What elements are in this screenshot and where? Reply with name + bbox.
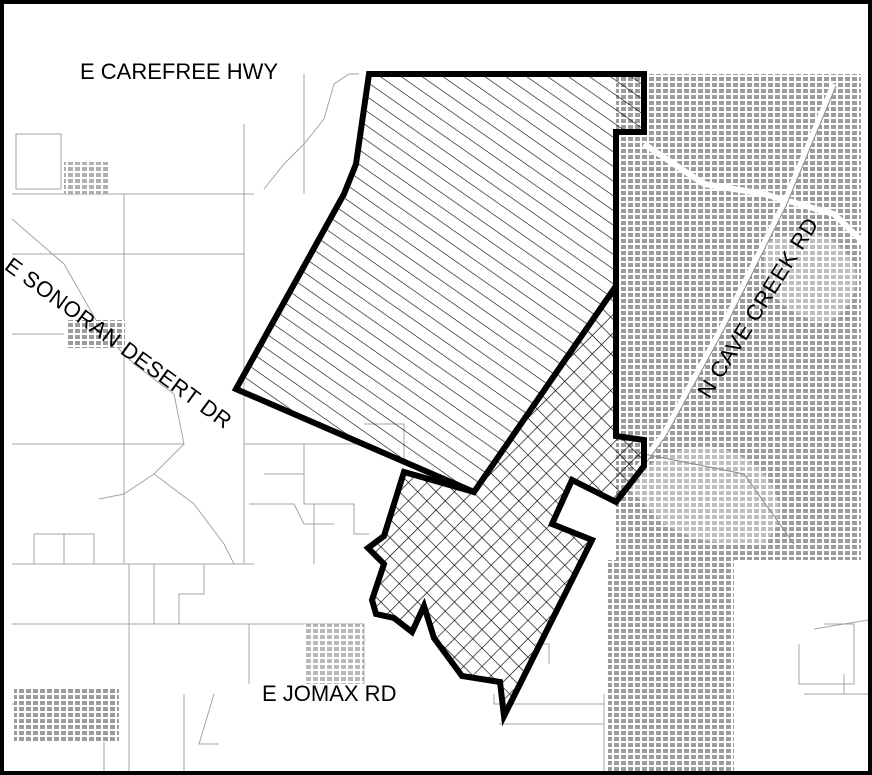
cave-creek-road-edge [633,85,837,545]
map-canvas [11,71,868,771]
parcel-lines [11,73,868,771]
area-north-hatched [236,74,644,492]
dense-parcel-blocks-west [14,133,364,742]
dense-parcel-blocks-east [608,74,861,771]
label-carefree-hwy: E CAREFREE HWY [80,59,279,84]
cave-creek-road [631,82,868,476]
area-south-crosshatched [368,286,644,716]
label-jomax-rd: E JOMAX RD [262,681,397,706]
area-boundaries [231,71,647,727]
